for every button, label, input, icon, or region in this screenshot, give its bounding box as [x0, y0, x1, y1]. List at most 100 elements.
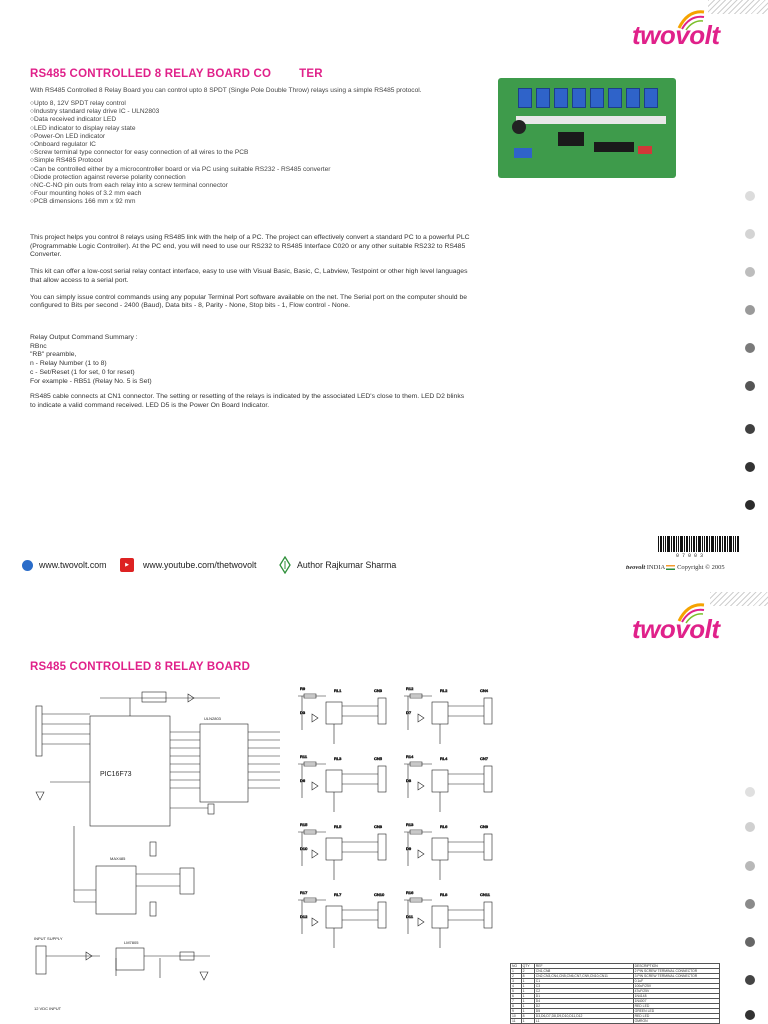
feature-item: Screw terminal type connector for easy c…: [30, 149, 480, 157]
driver-ic-label: ULN2803: [204, 716, 222, 721]
relay-block-label: D7: [406, 710, 412, 715]
feature-item: Data received indicator LED: [30, 116, 480, 124]
relay-block-label: D12: [300, 914, 308, 919]
relay-block-label: D6: [300, 778, 306, 783]
paragraph-3: You can simply issue control commands us…: [30, 293, 468, 310]
paragraph-1: This project helps you control 8 relays …: [30, 234, 470, 259]
author-name: Author Rajkumar Sharma: [297, 560, 397, 570]
feature-item: PCB dimensions 166 mm x 92 mm: [30, 198, 480, 206]
relay-block-label: RL2: [440, 688, 448, 693]
feature-item: Can be controlled either by a microcontr…: [30, 166, 480, 174]
website-link[interactable]: www.twovolt.com: [39, 560, 107, 570]
feature-item: Onboard regulator IC: [30, 141, 480, 149]
command-summary: Relay Output Command Summary : RBnc "RB"…: [30, 334, 330, 386]
relay-block-label: CN11: [480, 892, 491, 897]
india-flag-icon: [666, 565, 676, 571]
feature-item: Diode protection against reverse polarit…: [30, 174, 480, 182]
mcu-label: PIC16F73: [100, 771, 132, 778]
relay-block-label: R12: [406, 686, 414, 691]
relay-block-label: R14: [406, 754, 414, 759]
paragraph-2: This kit can offer a low-cost serial rel…: [30, 268, 468, 284]
relay-block-label: R17: [300, 890, 308, 895]
copyright-text: Copyright © 2005: [677, 564, 725, 571]
relay-block-label: RL3: [334, 756, 342, 761]
relay-block-label: CN9: [480, 824, 489, 829]
command-line: Relay Output Command Summary :: [30, 334, 138, 341]
copyright-country: INDIA: [646, 564, 665, 571]
copyright-brand: twovolt: [626, 564, 646, 571]
relay-block-label: R9: [300, 686, 306, 691]
relay-block-label: D8: [406, 778, 412, 783]
youtube-link[interactable]: www.youtube.com/thetwovolt: [143, 560, 257, 570]
relay-block-label: R16: [406, 890, 414, 895]
relay-block-label: RL8: [440, 892, 448, 897]
relay-block-label: CN7: [480, 756, 489, 761]
feature-item: Simple RS485 Protocol: [30, 157, 480, 165]
relay-block-label: R13: [406, 822, 414, 827]
barcode-image: [658, 536, 739, 552]
copyright-line: twovolt INDIA Copyright © 2005: [626, 564, 725, 571]
relay-block-label: CN10: [374, 892, 385, 897]
feature-item: LED indicator to display relay state: [30, 125, 480, 133]
feature-item: Four mounting holes of 3.2 mm each: [30, 190, 480, 198]
final-paragraph: RS485 cable connects at CN1 connector. T…: [30, 393, 465, 409]
feature-item: Upto 8, 12V SPDT relay control: [30, 100, 480, 108]
brand-logo-top: twovolt: [632, 20, 720, 50]
intro-text: With RS485 Controlled 8 Relay Board you …: [30, 87, 422, 94]
youtube-icon: ▶: [120, 558, 134, 572]
relay-block-label: RL1: [334, 688, 342, 693]
relay-block-label: RL6: [440, 824, 448, 829]
decorative-hatch-page2: [710, 592, 768, 606]
relay-block-label: D10: [300, 846, 308, 851]
feature-item: Industry standard relay drive IC - ULN28…: [30, 108, 480, 116]
relay-block-label: D11: [406, 914, 414, 919]
logo-swirl-icon: [677, 603, 705, 624]
rs485-ic-label: MAX485: [110, 856, 126, 861]
footer-bar: www.twovolt.com ▶ www.youtube.com/thetwo…: [22, 556, 422, 574]
page2-title: RS485 CONTROLLED 8 RELAY BOARD: [30, 661, 251, 673]
feature-list: Upto 8, 12V SPDT relay controlIndustry s…: [30, 100, 480, 207]
relay-block-label: RL7: [334, 892, 342, 897]
globe-icon: [22, 560, 33, 571]
regulator-label: LM7805: [124, 940, 139, 945]
relay-block-label: D9: [406, 846, 412, 851]
relay-block-label: R15: [300, 822, 308, 827]
decorative-hatch-top: [708, 0, 768, 14]
circuit-schematic: PIC16F73 ULN2803 MAX485 LM7805 INPUT SUP…: [34, 686, 493, 1011]
relay-block-label: R11: [300, 754, 308, 759]
feature-item: Power-On LED indicator: [30, 133, 480, 141]
input-supply-label: INPUT SUPPLY: [34, 936, 63, 941]
pcb-photo: [498, 78, 676, 178]
relay-block-label: RL5: [334, 824, 342, 829]
relay-block-label: CN5: [374, 756, 383, 761]
logo-swirl-icon: [677, 10, 705, 31]
pen-nib-icon: [279, 556, 291, 574]
brand-logo-page2: twovolt: [632, 614, 720, 644]
command-line: RBnc: [30, 342, 47, 350]
barcode-number: 0 7 0 0 3: [676, 553, 704, 559]
relay-block-label: RL4: [440, 756, 448, 761]
command-line: For example - RB51 (Relay No. 5 is Set): [30, 377, 152, 385]
relay-block-label: CN4: [480, 688, 489, 693]
description-paragraphs: This project helps you control 8 relays …: [30, 234, 470, 319]
input-voltage-label: 12 VDC INPUT: [34, 1006, 62, 1011]
feature-item: NC-C-NO pin outs from each relay into a …: [30, 182, 480, 190]
relay-block-label: D3: [300, 710, 306, 715]
command-line: n - Relay Number (1 to 8): [30, 360, 107, 368]
relay-block-label: CN8: [374, 824, 383, 829]
relay-block-label: CN3: [374, 688, 383, 693]
command-line: "RB" preamble,: [30, 351, 77, 359]
command-line: c - Set/Reset (1 for set, 0 for reset): [30, 368, 135, 376]
